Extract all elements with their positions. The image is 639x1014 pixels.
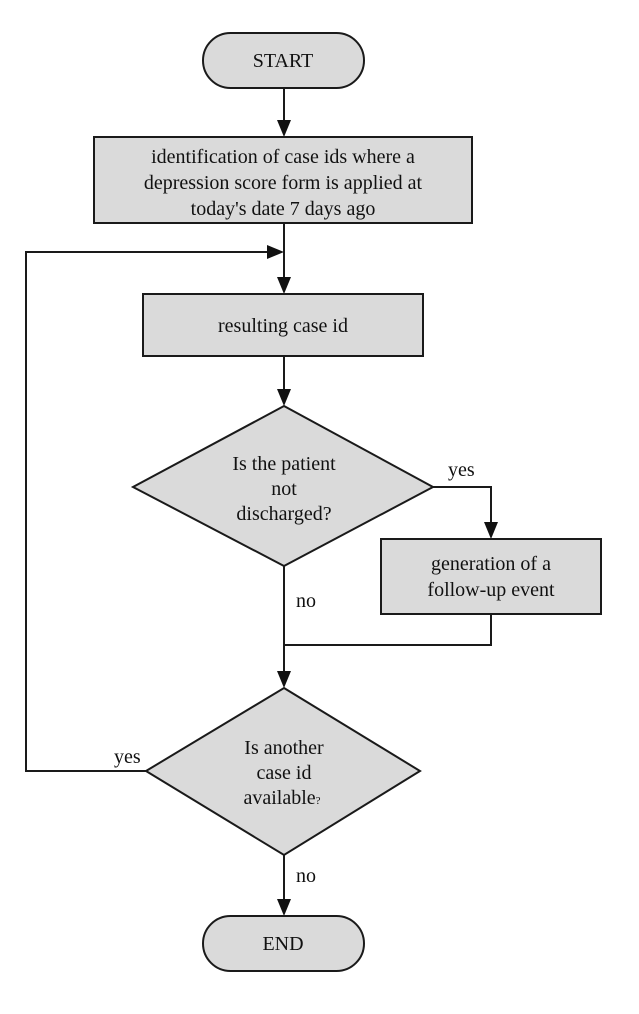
discharge-decision-node: Is the patient not discharged? xyxy=(130,404,436,568)
followup-step-line-1: generation of a xyxy=(431,553,551,575)
end-node: END xyxy=(202,915,365,972)
discharge-decision-line-2: not xyxy=(271,478,297,500)
another-case-line-2: case id xyxy=(257,762,312,784)
start-node: START xyxy=(202,32,365,89)
discharge-yes-label: yes xyxy=(448,459,475,481)
edge-another-yes-loop xyxy=(25,251,267,772)
followup-step-line-2: follow-up event xyxy=(427,579,555,601)
edge-discharge-yes-to-followup xyxy=(433,486,492,522)
identify-step-line-3: today's date 7 days ago xyxy=(191,198,376,220)
edge-followup-to-merge xyxy=(284,614,492,646)
identify-step-line-2: depression score form is applied at xyxy=(144,172,423,194)
another-case-line-1: Is another xyxy=(244,737,324,759)
another-case-decision-node: Is another case id available? xyxy=(144,686,422,857)
identify-step-line-1: identification of case ids where a xyxy=(151,146,415,168)
end-label: END xyxy=(262,933,303,955)
arrowhead-another-to-end xyxy=(277,899,291,916)
arrowhead-loop-back xyxy=(267,245,284,259)
another-yes-label: yes xyxy=(114,746,141,768)
another-case-line-3: available? xyxy=(243,787,320,809)
another-no-label: no xyxy=(296,865,316,887)
start-label: START xyxy=(253,50,314,72)
arrowhead-result-to-discharge xyxy=(277,389,291,406)
another-case-question-mark: ? xyxy=(316,795,321,807)
arrowhead-discharge-yes-to-followup xyxy=(484,522,498,539)
discharge-decision-line-1: Is the patient xyxy=(232,453,336,475)
edge-labels: yes no yes no xyxy=(114,459,475,887)
arrowhead-identify-to-result xyxy=(277,277,291,294)
arrowhead-merge-to-another xyxy=(277,671,291,688)
discharge-no-label: no xyxy=(296,590,316,612)
result-step-node: resulting case id xyxy=(142,293,424,357)
identify-step-node: identification of case ids where a depre… xyxy=(93,136,473,224)
arrowhead-start-to-identify xyxy=(277,120,291,137)
connectors xyxy=(25,88,498,916)
discharge-decision-line-3: discharged? xyxy=(236,503,331,525)
result-step-label: resulting case id xyxy=(218,315,348,337)
followup-step-node: generation of a follow-up event xyxy=(380,538,602,615)
